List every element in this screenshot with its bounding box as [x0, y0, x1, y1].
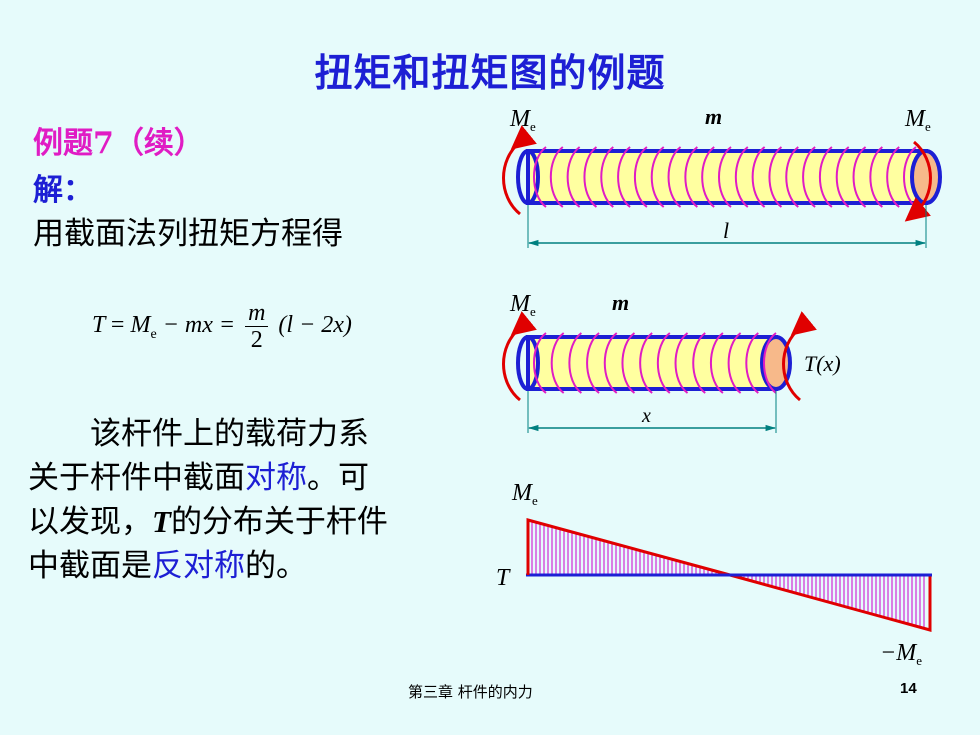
para-line-2: 关于杆件中截面对称。可: [28, 456, 488, 500]
top-dist-load-label: m: [705, 104, 722, 129]
mid-left-moment-arrow: [502, 311, 537, 402]
torque-bottom-label: −Me: [880, 640, 922, 668]
load-arc: [583, 146, 598, 208]
formula-fraction: m 2: [245, 300, 269, 353]
mid-bar-distributed-load: [533, 332, 777, 394]
page-title: 扭矩和扭矩图的例题: [314, 50, 666, 95]
footer-page-number: 14: [900, 680, 917, 697]
formula-frac-num: m: [245, 300, 269, 327]
solution-label: 解：: [33, 173, 93, 208]
torque-axis-label: T: [496, 565, 511, 591]
para-line-4: 中截面是反对称的。: [28, 544, 488, 588]
para-symbol-T: T: [152, 504, 171, 539]
formula-lhs: T: [92, 312, 105, 339]
load-arc: [586, 332, 600, 394]
load-arc: [785, 146, 799, 208]
load-arc: [763, 332, 777, 394]
top-length-label: l: [723, 218, 729, 243]
torque-hatching: [531, 521, 925, 629]
load-arc: [639, 332, 653, 394]
load-arc: [802, 146, 816, 208]
load-arc: [549, 146, 564, 208]
load-arc: [600, 146, 614, 208]
load-arc: [550, 332, 565, 394]
load-arc: [751, 146, 766, 208]
para-text: 。可: [307, 460, 369, 496]
top-bar-left-end: [516, 149, 540, 205]
mid-section-torque-arrow: [782, 311, 817, 402]
load-arc: [734, 146, 749, 208]
para-highlight-symmetric: 对称: [245, 460, 307, 496]
top-bar-distributed-load: [533, 146, 917, 208]
load-arc: [710, 332, 724, 394]
torque-formula: T = Me − mx = m 2 (l − 2x): [92, 300, 352, 353]
load-arc: [617, 146, 631, 208]
mid-bar-section-face: [760, 335, 792, 391]
formula-eq: =: [110, 312, 125, 339]
load-arc: [566, 146, 581, 208]
method-line: 用截面法列扭矩方程得: [33, 216, 343, 252]
formula-paren: (l − 2x): [278, 312, 352, 339]
load-arc: [835, 146, 850, 208]
mid-length-label: x: [641, 405, 651, 427]
top-bar-figure: Me m Me l: [502, 104, 942, 248]
para-text: 中截面是: [28, 548, 152, 584]
example-title: 例题7（续）: [33, 126, 204, 161]
para-text: 的。: [245, 548, 307, 584]
load-arc: [869, 146, 884, 208]
explanation-paragraph: 该杆件上的载荷力系 关于杆件中截面对称。可 以发现，T的分布关于杆件 中截面是反…: [28, 412, 488, 588]
formula-frac-den: 2: [250, 327, 263, 353]
footer-chapter: 第三章 杆件的内力: [408, 683, 533, 701]
top-right-moment-label: Me: [904, 106, 931, 134]
load-arc: [621, 332, 636, 394]
load-arc: [684, 146, 699, 208]
para-text: 以发现，: [28, 504, 152, 540]
torque-positive-region: [526, 518, 731, 577]
load-arc: [634, 146, 648, 208]
top-left-moment-label: Me: [509, 106, 536, 134]
formula-Me-sub: e: [150, 326, 157, 342]
load-arc: [667, 146, 682, 208]
mid-bar-left-end: [516, 335, 540, 391]
mid-moment-label: Me: [509, 291, 536, 319]
load-arc: [701, 146, 715, 208]
para-highlight-antisymmetric: 反对称: [152, 548, 245, 584]
top-left-moment-arrow: [502, 125, 537, 216]
load-arc: [886, 146, 900, 208]
torque-plot: Me T −Me: [496, 480, 932, 668]
torque-top-label: Me: [511, 480, 538, 508]
load-arc: [718, 146, 732, 208]
load-arc: [768, 146, 783, 208]
load-arc: [533, 332, 547, 394]
load-arc: [692, 332, 706, 394]
mid-bar-body: [526, 335, 778, 391]
formula-Me: M: [130, 312, 151, 339]
para-line-3: 以发现，T的分布关于杆件: [28, 500, 488, 544]
load-arc: [745, 332, 759, 394]
load-arc: [650, 146, 665, 208]
mid-torque-label: T(x): [804, 351, 841, 376]
load-arc: [656, 332, 671, 394]
top-right-moment-arrow: [904, 140, 932, 222]
load-arc: [568, 332, 583, 394]
para-text: 的分布关于杆件: [170, 504, 388, 540]
formula-minus-mx: − mx =: [162, 312, 236, 339]
load-arc: [819, 146, 833, 208]
load-arc: [852, 146, 867, 208]
para-text: 关于杆件中截面: [28, 460, 245, 496]
load-arc: [603, 332, 618, 394]
load-arc: [674, 332, 689, 394]
para-line-1: 该杆件上的载荷力系: [90, 416, 369, 452]
mid-dist-load-label: m: [612, 290, 629, 315]
load-arc: [533, 146, 547, 208]
load-arc: [727, 332, 742, 394]
mid-bar-figure: Me m T(x) x: [502, 290, 841, 433]
